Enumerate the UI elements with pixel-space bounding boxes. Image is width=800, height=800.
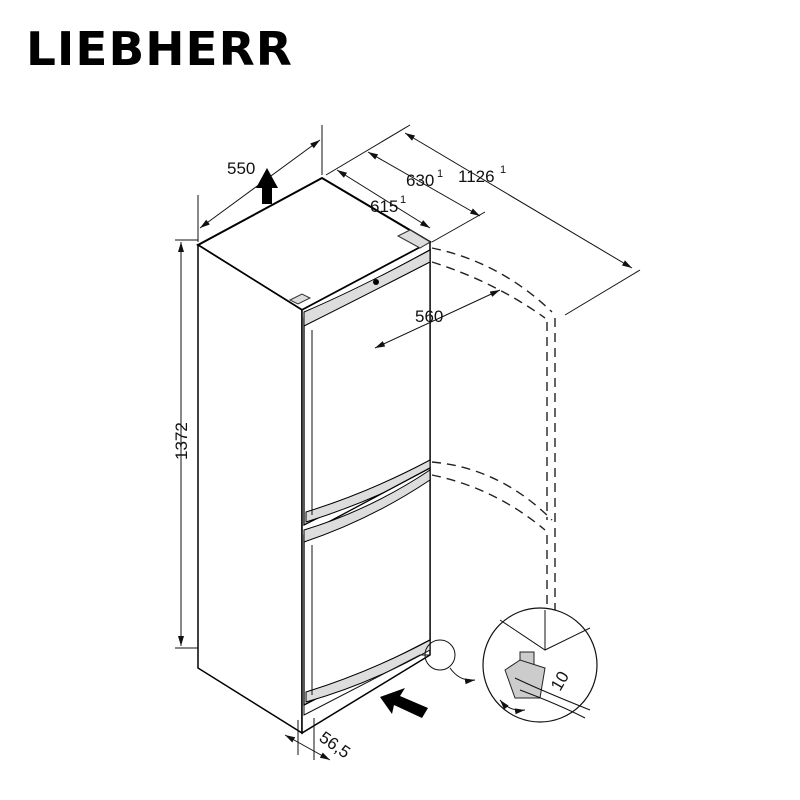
lower-door <box>303 466 431 716</box>
depth-615-label: 615 <box>370 197 398 216</box>
niche-depth-label: 560 <box>415 307 443 326</box>
depth-630-label: 630 <box>406 171 434 190</box>
arrow-insert-icon <box>380 688 428 718</box>
depth-open-footnote: 1 <box>500 164 506 176</box>
height-label: 1372 <box>172 422 191 460</box>
depth-615-footnote: 1 <box>400 194 406 206</box>
plinth-label: 56,5 <box>316 728 354 763</box>
width-label: 550 <box>227 159 255 178</box>
dimension-lines <box>175 124 641 761</box>
door-swing-outline <box>374 247 556 615</box>
brand-logo: LIEBHERR <box>26 22 293 76</box>
depth-630-footnote: 1 <box>437 168 443 180</box>
foot-adjustment-detail: 10 <box>424 607 598 723</box>
depth-open-label: 1126 <box>458 167 495 186</box>
arrow-up-icon <box>256 168 278 204</box>
